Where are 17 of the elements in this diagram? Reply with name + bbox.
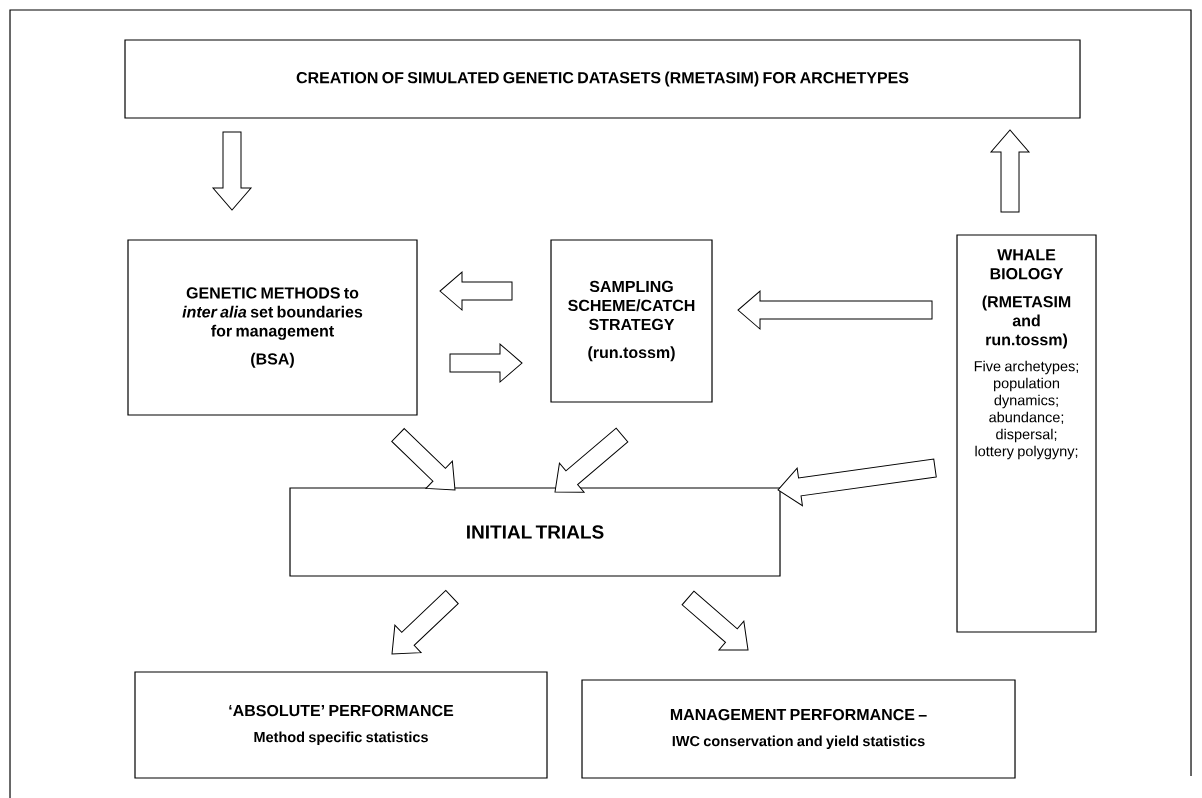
- block-arrow: [212, 131, 252, 211]
- block-arrow: [681, 590, 749, 651]
- block-arrow: [449, 343, 523, 383]
- block-arrow: [777, 458, 937, 507]
- process-box: INITIAL TRIALS: [289, 487, 781, 577]
- process-box: GENETIC METHODS to inter alia set boundaries for management (BSA): [127, 239, 418, 416]
- process-box: WHALE BIOLOGY (RMETASIM and run.tossm) Five archetypes; population dynamics; abundance; dispersal; lottery polygyny;: [956, 234, 1097, 633]
- block-arrow: [554, 427, 629, 493]
- process-box: CREATION OF SIMULATED GENETIC DATASETS (RMETASIM) FOR ARCHETYPES: [124, 39, 1081, 119]
- process-box: ‘ABSOLUTE’ PERFORMANCE Method specific statistics: [134, 671, 548, 779]
- process-box: SAMPLING SCHEME/CATCH STRATEGY (run.tossm): [550, 239, 713, 403]
- block-arrow: [990, 129, 1030, 213]
- process-box: MANAGEMENT PERFORMANCE – IWC conservation and yield statistics: [581, 679, 1016, 779]
- block-arrow: [439, 271, 513, 311]
- block-arrow: [391, 428, 456, 491]
- block-arrow: [737, 290, 933, 330]
- block-arrow: [391, 590, 459, 655]
